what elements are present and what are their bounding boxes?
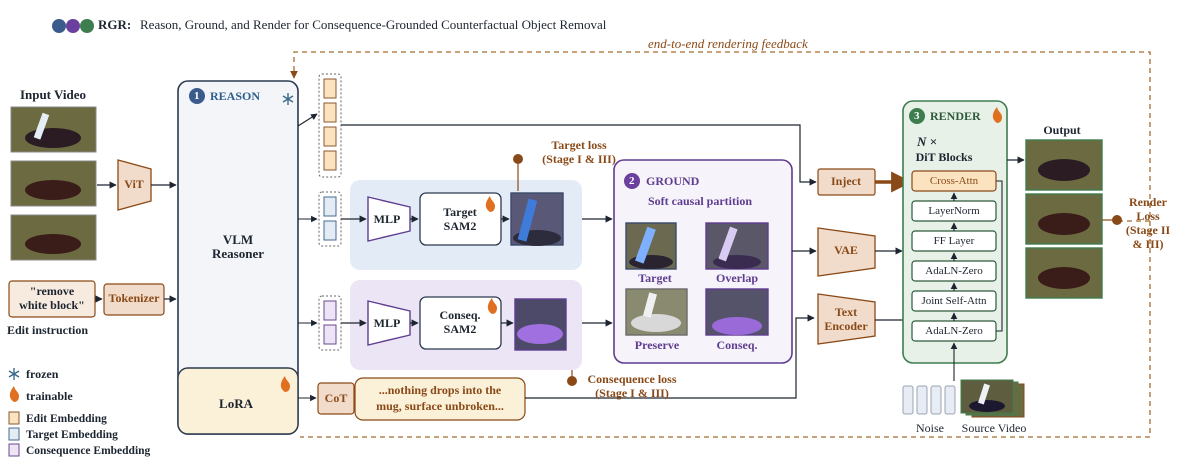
legend-snowflake-icon — [8, 368, 20, 380]
reason-body-line-1: VLM — [222, 232, 254, 247]
inject-label: Inject — [831, 174, 861, 188]
input-frames — [10, 106, 97, 261]
ground-cell-preserve — [625, 288, 688, 336]
feedback-loop — [290, 51, 1151, 222]
conseq-sam2-line-1: Conseq. — [439, 308, 481, 322]
conseq-mlp — [367, 300, 411, 346]
tokenizer-label: Tokenizer — [108, 291, 160, 305]
ground-cell-conseq — [705, 288, 769, 336]
ground-cell-target-label: Target — [638, 271, 672, 285]
render-dit-label: DiT Blocks — [915, 150, 973, 164]
legend-trainable: trainable — [26, 389, 73, 403]
render-loss-line-2: Loss — [1136, 209, 1160, 223]
cot-box — [317, 382, 355, 415]
cot-text-box — [354, 377, 526, 421]
ground-cell-preserve-label: Preserve — [634, 338, 680, 352]
legend-edit-swatch — [8, 411, 20, 425]
vit-encoder — [117, 159, 152, 211]
conseq-mask-image — [514, 298, 567, 351]
render-layer-joint-self-attn: Joint Self-Attn — [921, 295, 987, 307]
render-flame-icon — [992, 107, 1002, 123]
instruction-line-1: "remove — [29, 284, 75, 298]
conseq-sam2-line-2: SAM2 — [443, 322, 477, 336]
input-video-title: Input Video — [19, 87, 87, 102]
target-sam2-flame-icon — [485, 196, 495, 212]
target-mlp-label: MLP — [373, 212, 401, 226]
edit-embedding-stack — [323, 78, 337, 171]
target-embedding-stack — [323, 196, 337, 241]
render-loss-line-4: & III) — [1132, 237, 1164, 251]
header-dots — [52, 19, 94, 33]
output-frames — [1025, 139, 1103, 299]
legend-target-swatch — [8, 427, 20, 441]
ground-cell-conseq-label: Conseq. — [716, 338, 758, 352]
instruction-line-2: white block" — [19, 298, 85, 312]
noise-stack — [902, 385, 956, 415]
reason-snowflake-icon — [282, 93, 294, 105]
source-video-stack — [960, 379, 1025, 418]
reason-body-line-2: Reasoner — [212, 246, 264, 261]
vae-encoder — [817, 227, 876, 277]
cot-label: CoT — [324, 391, 348, 405]
ground-cell-overlap — [705, 222, 769, 270]
feedback-loop-bottom — [300, 221, 1151, 438]
reason-title: REASON — [210, 89, 261, 103]
instruction-caption: Edit instruction — [7, 323, 89, 337]
lora-label: LoRA — [219, 396, 253, 411]
legend-consequence-embedding: Consequence Embedding — [26, 445, 151, 457]
reason-number-badge — [189, 88, 205, 104]
conseq-sam2-flame-icon — [487, 298, 497, 314]
ground-cell-target — [625, 222, 677, 270]
legend-edit-embedding: Edit Embedding — [26, 413, 107, 425]
header-title: Reason, Ground, and Render for Consequen… — [140, 17, 607, 32]
render-title: RENDER — [930, 109, 981, 123]
vae-label: VAE — [834, 243, 858, 257]
cot-text-line-1: ...nothing drops into the — [378, 383, 502, 397]
target-mlp — [367, 196, 411, 242]
lora-panel — [177, 367, 299, 435]
target-loss-line-1: Target loss — [551, 138, 607, 152]
ground-number: 2 — [629, 175, 635, 187]
cot-text-line-2: mug, surface unbroken... — [376, 399, 504, 413]
output-title: Output — [1043, 123, 1081, 137]
ground-number-badge — [624, 173, 640, 189]
legend-conseq-swatch — [8, 443, 20, 457]
render-n-label: N × — [917, 134, 938, 149]
vit-label: ViT — [124, 177, 144, 191]
conseq-loss-line-2: (Stage I & III) — [595, 386, 669, 400]
ground-title: GROUND — [646, 174, 700, 188]
text-encoder — [817, 293, 876, 345]
ground-subtitle: Soft causal partition — [647, 194, 753, 208]
render-layer-adaln-1: AdaLN-Zero — [925, 265, 983, 277]
lora-flame-icon — [280, 376, 290, 392]
render-number: 3 — [914, 110, 920, 122]
ground-cell-overlap-label: Overlap — [716, 271, 758, 285]
render-layers — [911, 170, 997, 342]
legend-flame-icon — [9, 386, 19, 402]
render-layer-layernorm: LayerNorm — [928, 205, 980, 217]
legend-frozen: frozen — [26, 367, 59, 381]
conseq-mlp-label: MLP — [373, 316, 401, 330]
target-sam2-line-1: Target — [443, 205, 477, 219]
render-layer-adaln-2: AdaLN-Zero — [925, 325, 983, 337]
header-prefix: RGR: — [98, 17, 132, 32]
render-layer-ff: FF Layer — [933, 235, 975, 247]
target-mask-image — [510, 192, 564, 246]
feedback-label: end-to-end rendering feedback — [648, 36, 808, 51]
text-encoder-line-1: Text — [834, 305, 858, 319]
text-encoder-line-2: Encoder — [824, 319, 868, 333]
render-number-badge — [909, 108, 925, 124]
render-layer-cross-attn: Cross-Attn — [929, 175, 979, 187]
conseq-embedding-stack — [323, 300, 337, 345]
source-video-label: Source Video — [961, 421, 1027, 435]
render-loss-line-3: (Stage II — [1125, 223, 1171, 237]
render-loss-line-1: Render — [1129, 195, 1167, 209]
reason-number: 1 — [194, 90, 200, 102]
conseq-loss-line-1: Consequence loss — [587, 372, 677, 386]
noise-label: Noise — [916, 421, 944, 435]
target-sam2-line-2: SAM2 — [443, 219, 477, 233]
target-loss-line-2: (Stage I & III) — [542, 152, 616, 166]
legend-target-embedding: Target Embedding — [26, 429, 118, 441]
